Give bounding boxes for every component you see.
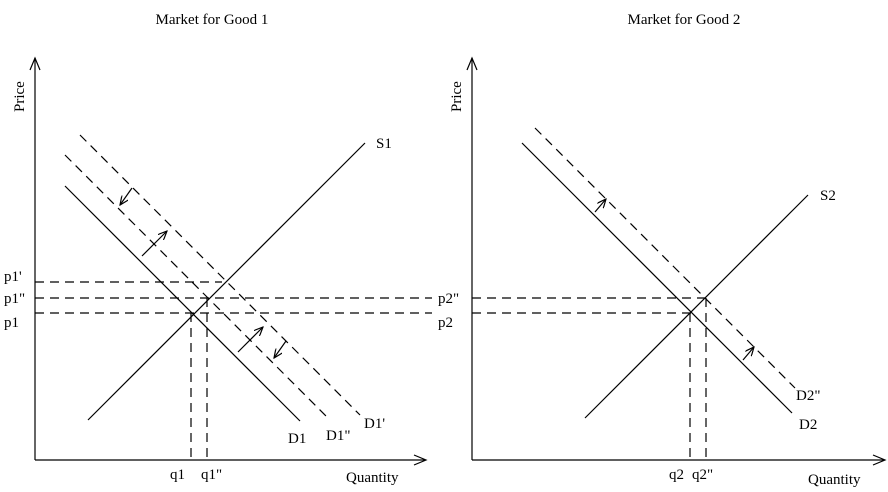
right-title: Market for Good 2 xyxy=(628,12,741,28)
right-label-d2: D2 xyxy=(799,417,817,433)
left-y-axis-arrowhead xyxy=(29,56,41,71)
right-x-axis-arrowhead xyxy=(872,454,887,466)
right-y-axis-label: Price xyxy=(449,81,465,112)
right-demand-curve xyxy=(521,142,793,414)
right-panel: Market for Good 2 Price Quantity S2 D2" … xyxy=(438,12,887,488)
left-label-d1dblprime: D1" xyxy=(326,428,350,444)
left-supply-curve xyxy=(87,142,366,421)
right-shift-arrow-upper xyxy=(594,199,606,213)
left-quantity-label-q1: q1 xyxy=(170,467,185,483)
left-x-axis-arrowhead xyxy=(413,454,428,466)
left-price-label-p1dblprime: p1" xyxy=(4,291,25,307)
right-x-axis-label: Quantity xyxy=(808,472,861,488)
right-y-axis-arrowhead xyxy=(466,56,478,71)
left-label-d1: D1 xyxy=(288,431,306,447)
left-shift-back-arrow-upper xyxy=(120,187,133,205)
right-quantity-label-q2dblprime: q2" xyxy=(692,467,713,483)
right-label-d2dblprime: D2" xyxy=(796,388,820,404)
left-x-axis-label: Quantity xyxy=(346,470,399,486)
left-price-label-p1: p1 xyxy=(4,315,19,331)
left-label-d1prime: D1' xyxy=(364,416,385,432)
left-price-label-p1prime: p1' xyxy=(4,269,22,285)
left-demand-shift2-curve xyxy=(64,154,327,417)
left-panel: Market for Good 1 Price Quantity S1 D1 D… xyxy=(4,12,432,486)
left-demand-curve xyxy=(64,185,301,422)
left-quantity-label-q1dblprime: q1" xyxy=(201,467,222,483)
left-title: Market for Good 1 xyxy=(156,12,269,28)
left-shift-back-arrow-lower xyxy=(274,340,287,358)
right-price-label-p2dblprime: p2" xyxy=(438,291,459,307)
right-price-label-p2: p2 xyxy=(438,315,453,331)
left-label-s1: S1 xyxy=(376,136,392,152)
right-label-s2: S2 xyxy=(820,188,836,204)
right-shift-arrow-lower xyxy=(742,347,754,361)
left-shift-out-arrow-upper xyxy=(141,231,167,257)
right-demand-shift-curve xyxy=(534,127,796,389)
left-y-axis-label: Price xyxy=(12,81,28,112)
left-shift-out-arrow-lower xyxy=(237,327,263,353)
left-demand-shift1-curve xyxy=(79,134,361,416)
right-quantity-label-q2: q2 xyxy=(669,467,684,483)
right-supply-curve xyxy=(584,194,809,419)
